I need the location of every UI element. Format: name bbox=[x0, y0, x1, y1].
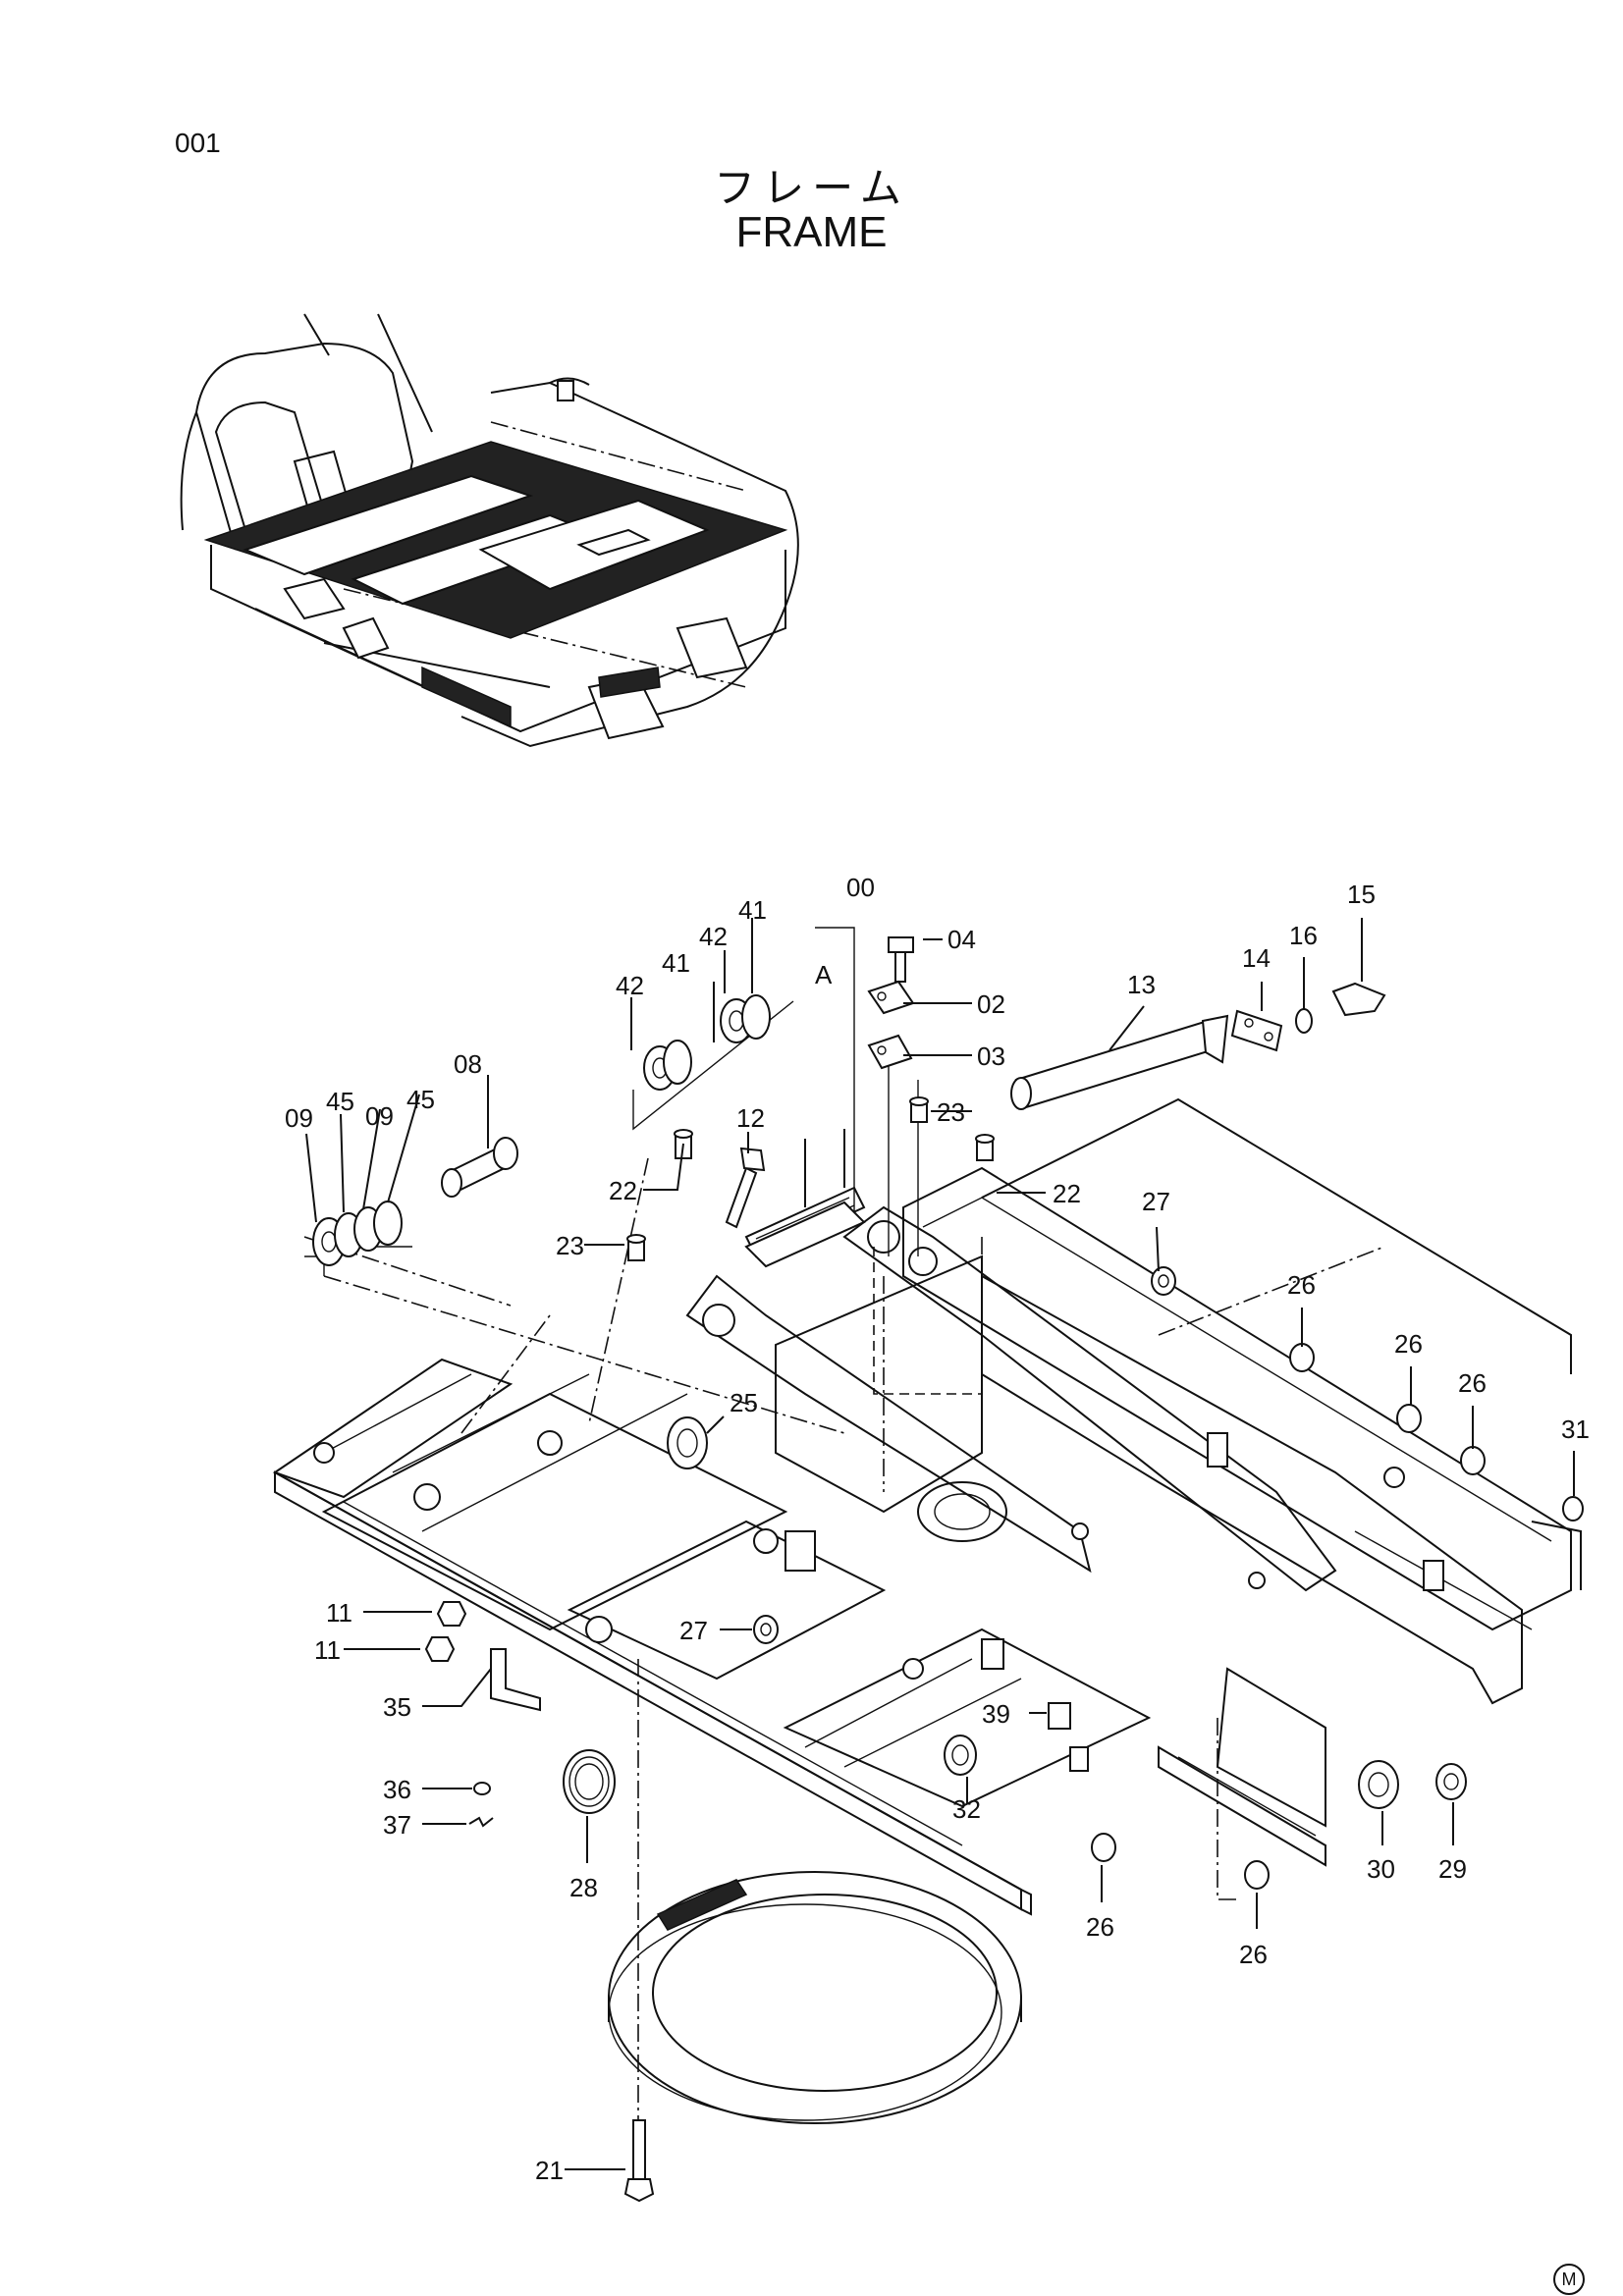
grommet-25 bbox=[667, 1416, 708, 1469]
grommet-26-c bbox=[1460, 1446, 1486, 1475]
nut-11-lower bbox=[424, 1636, 456, 1662]
callout-23-right: 23 bbox=[937, 1097, 965, 1127]
callout-27-lower: 27 bbox=[679, 1616, 708, 1645]
page-title-english: FRAME bbox=[735, 208, 888, 256]
bracket-35 bbox=[490, 1648, 541, 1712]
shim-stack-09-45 bbox=[312, 1201, 403, 1266]
spacer-41-lower bbox=[741, 994, 771, 1040]
callout-15: 15 bbox=[1347, 880, 1376, 909]
callout-leaders bbox=[305, 918, 1575, 2170]
grommet-31 bbox=[1562, 1496, 1584, 1522]
cap-22-right bbox=[975, 1134, 995, 1161]
assembly-leader-lines bbox=[303, 927, 1385, 2199]
callout-11-upper: 11 bbox=[326, 1598, 352, 1628]
grommet-27-lower bbox=[753, 1615, 779, 1644]
callout-12: 12 bbox=[736, 1103, 765, 1133]
callout-27-upper: 27 bbox=[1142, 1187, 1170, 1216]
callout-23-left: 23 bbox=[556, 1231, 584, 1260]
callout-45-left: 45 bbox=[326, 1087, 354, 1116]
cap-23-left bbox=[626, 1234, 646, 1261]
callout-26-c: 26 bbox=[1458, 1368, 1487, 1398]
snap-ring-16 bbox=[1295, 1008, 1313, 1034]
callout-30: 30 bbox=[1367, 1854, 1395, 1884]
callout-09-right: 09 bbox=[365, 1101, 394, 1131]
callout-13: 13 bbox=[1127, 970, 1156, 999]
grating-plate-A bbox=[744, 1201, 866, 1268]
pin-13 bbox=[1010, 1014, 1229, 1110]
callout-41-right: 41 bbox=[738, 895, 767, 925]
callout-37: 37 bbox=[383, 1810, 411, 1840]
callout-labels: 00 A 04 02 03 13 14 16 15 42 41 42 41 08… bbox=[285, 873, 1590, 2185]
callout-25: 25 bbox=[730, 1388, 758, 1417]
callout-41-left: 41 bbox=[662, 948, 690, 978]
bolt-12 bbox=[725, 1147, 766, 1229]
callout-22-left: 22 bbox=[609, 1176, 637, 1205]
page-number: 001 bbox=[175, 128, 221, 158]
callout-45-right: 45 bbox=[406, 1085, 435, 1114]
callout-32: 32 bbox=[952, 1794, 981, 1824]
block-39 bbox=[1048, 1702, 1071, 1730]
grommet-29 bbox=[1435, 1763, 1467, 1800]
grommet-28 bbox=[563, 1749, 616, 1814]
callout-26-d: 26 bbox=[1086, 1912, 1114, 1942]
plate-03 bbox=[867, 1034, 913, 1070]
bolt-15 bbox=[1331, 982, 1386, 1017]
swing-bearing-ring bbox=[608, 1871, 1022, 2124]
grommet-26-e bbox=[1244, 1860, 1270, 1890]
grommet-27-upper bbox=[1151, 1266, 1176, 1296]
callout-42-right: 42 bbox=[699, 922, 728, 951]
callout-39: 39 bbox=[982, 1699, 1010, 1729]
grommet-26-a bbox=[1289, 1343, 1315, 1372]
page-title-japanese: フレーム bbox=[714, 164, 909, 212]
callout-26-b: 26 bbox=[1394, 1329, 1423, 1359]
bolt-04 bbox=[888, 936, 914, 983]
callout-00: 00 bbox=[846, 873, 875, 902]
callout-28: 28 bbox=[569, 1873, 598, 1902]
callout-42-left: 42 bbox=[616, 971, 644, 1000]
callout-09-left: 09 bbox=[285, 1103, 313, 1133]
callout-22-right: 22 bbox=[1053, 1179, 1081, 1208]
pin-37 bbox=[468, 1816, 494, 1828]
callout-11-lower: 11 bbox=[314, 1635, 341, 1665]
callout-03: 03 bbox=[977, 1041, 1005, 1071]
callout-02: 02 bbox=[977, 989, 1005, 1019]
callout-31: 31 bbox=[1561, 1415, 1590, 1444]
callout-35: 35 bbox=[383, 1692, 411, 1722]
spacer-41-upper bbox=[663, 1040, 692, 1085]
upper-frame-assembly bbox=[272, 1097, 1582, 1916]
pin-08 bbox=[441, 1137, 518, 1198]
callout-26-a: 26 bbox=[1287, 1270, 1316, 1300]
grommet-30 bbox=[1358, 1760, 1399, 1809]
callout-14: 14 bbox=[1242, 943, 1271, 973]
callout-26-e: 26 bbox=[1239, 1940, 1268, 1969]
cap-23-right bbox=[909, 1096, 929, 1123]
nut-11-upper bbox=[436, 1601, 467, 1627]
callout-A: A bbox=[815, 960, 833, 989]
grommet-32 bbox=[944, 1735, 977, 1776]
grommet-26-d bbox=[1091, 1833, 1116, 1862]
washer-36 bbox=[473, 1782, 491, 1795]
callout-29: 29 bbox=[1438, 1854, 1467, 1884]
callout-36: 36 bbox=[383, 1775, 411, 1804]
plate-02 bbox=[867, 980, 915, 1015]
callout-08: 08 bbox=[454, 1049, 482, 1079]
plate-14 bbox=[1230, 1009, 1283, 1052]
callout-16: 16 bbox=[1289, 921, 1318, 950]
grommet-26-b bbox=[1396, 1404, 1422, 1433]
excavator-overview-illustration bbox=[180, 313, 799, 748]
bolt-21 bbox=[623, 2119, 655, 2203]
manufacturer-mark: M bbox=[1553, 2264, 1585, 2295]
frame-parts bbox=[312, 936, 1584, 2203]
callout-04: 04 bbox=[947, 925, 976, 954]
callout-21: 21 bbox=[535, 2156, 564, 2185]
cap-22-left bbox=[674, 1129, 693, 1159]
